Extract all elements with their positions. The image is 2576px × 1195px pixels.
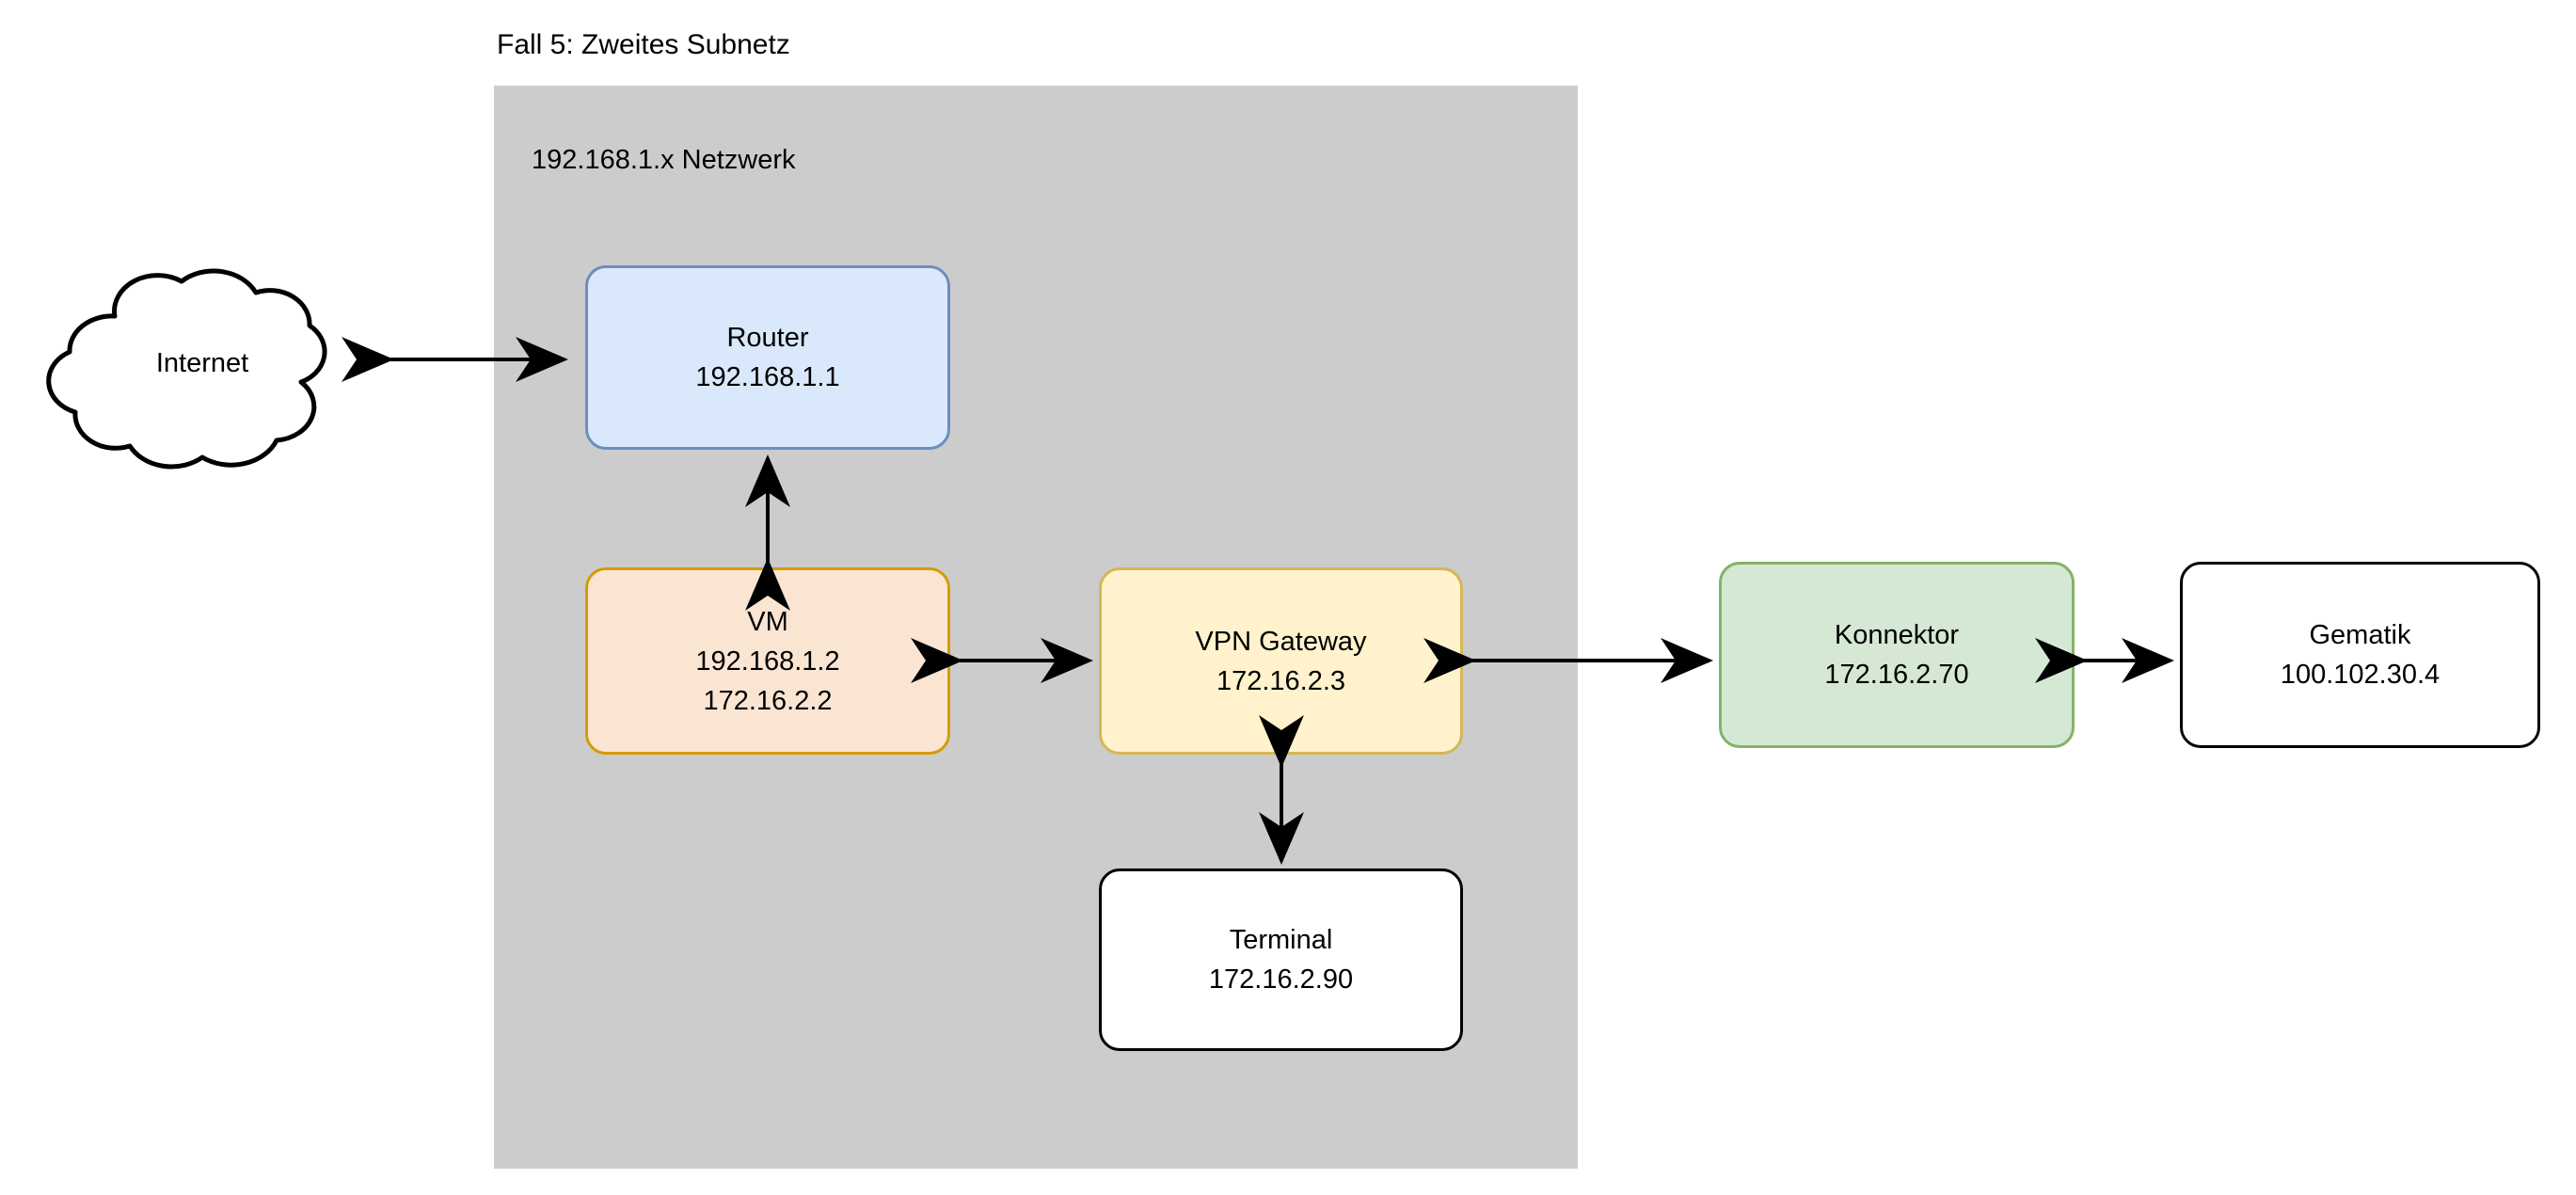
node-terminal[interactable]: Terminal 172.16.2.90 [1099, 868, 1463, 1051]
node-terminal-title: Terminal [1229, 925, 1333, 955]
node-gematik-ip: 100.102.30.4 [2280, 660, 2441, 690]
node-router-title: Router [726, 323, 809, 353]
node-vpn-gateway-title: VPN Gateway [1195, 626, 1367, 657]
node-router[interactable]: Router 192.168.1.1 [585, 265, 950, 450]
node-vpn-gateway-ip: 172.16.2.3 [1216, 665, 1346, 696]
node-router-ip: 192.168.1.1 [695, 362, 840, 392]
node-gematik-title: Gematik [2309, 620, 2411, 650]
diagram-title: Fall 5: Zweites Subnetz [497, 29, 790, 60]
node-internet[interactable]: Internet [28, 247, 376, 480]
node-konnektor-ip: 172.16.2.70 [1824, 660, 1969, 690]
node-vm-ip-lan: 192.168.1.2 [695, 645, 840, 677]
subnet-zone-label: 192.168.1.x Netzwerk [532, 145, 796, 175]
node-vm-ip-vpn: 172.16.2.2 [703, 685, 833, 716]
node-konnektor-title: Konnektor [1834, 620, 1960, 650]
node-vm[interactable]: VM 192.168.1.2 172.16.2.2 [585, 567, 950, 755]
node-vm-title: VM [747, 606, 788, 637]
cloud-icon [46, 268, 327, 470]
node-terminal-ip: 172.16.2.90 [1208, 964, 1354, 995]
node-gematik[interactable]: Gematik 100.102.30.4 [2180, 562, 2540, 748]
node-konnektor[interactable]: Konnektor 172.16.2.70 [1719, 562, 2075, 748]
node-vpn-gateway[interactable]: VPN Gateway 172.16.2.3 [1099, 567, 1463, 755]
